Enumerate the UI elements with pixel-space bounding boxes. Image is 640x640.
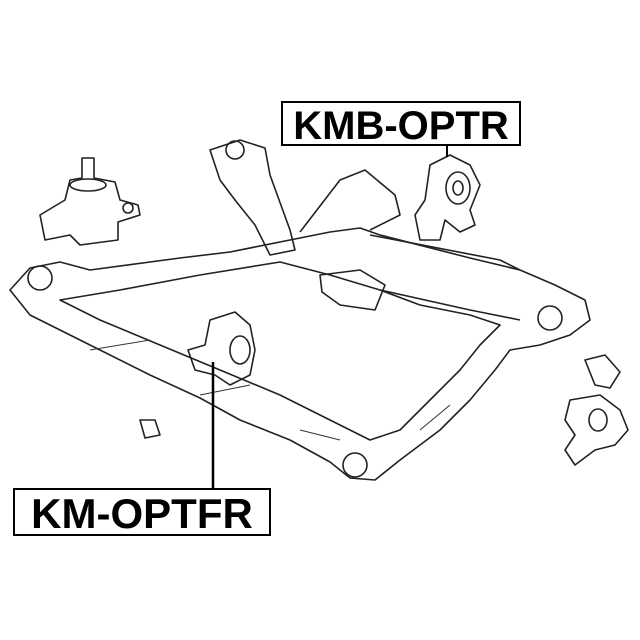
rear-mount-label: KMB-OPTR (281, 101, 521, 146)
front-mount-part (187, 311, 256, 386)
front-mount-label: KM-OPTFR (13, 488, 271, 536)
rear-mount-part (414, 154, 481, 241)
left-engine-mount (39, 157, 141, 246)
right-mount-part (564, 354, 629, 466)
subframe (9, 139, 591, 481)
